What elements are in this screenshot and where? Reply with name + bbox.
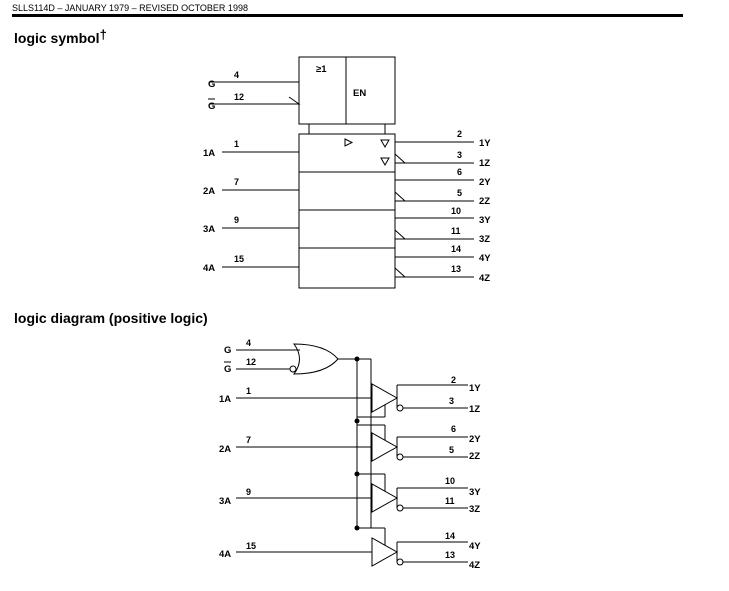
logic-symbol-title: logic symbol†: [14, 27, 107, 46]
symbol-pin-5: 5: [457, 188, 462, 198]
symbol-output-1y: 1Y: [479, 138, 491, 149]
logic-diagram-labels: G 4 G 12 1A 1 2A 7 3A 9 4A 15 2 1Y 3 1Z …: [219, 338, 481, 571]
diagram-output-2z: 2Z: [469, 451, 480, 462]
symbol-pin-2: 2: [457, 129, 462, 139]
channel-block: [298, 133, 396, 289]
symbol-input-label-3a: 3A: [203, 224, 215, 235]
inverting-bubble-2z: [396, 453, 404, 461]
symbol-pin-13: 13: [451, 264, 461, 274]
buffer-qualifier-triangle: [344, 138, 354, 147]
diagram-pin-13: 13: [445, 550, 455, 560]
diagram-output-4z: 4Z: [469, 560, 480, 571]
document-id: SLLS114D – JANUARY 1979 – REVISED OCTOBE…: [12, 3, 248, 13]
symbol-input-pin-7: 7: [234, 177, 239, 187]
symbol-gbar-label: G: [208, 101, 215, 112]
inverting-bubble-1z: [396, 404, 404, 412]
symbol-input-label-2a: 2A: [203, 186, 215, 197]
junction-dot: [354, 471, 360, 477]
active-low-indicator: [288, 96, 301, 105]
diagram-output-2y: 2Y: [469, 434, 481, 445]
diagram-output-1y: 1Y: [469, 383, 481, 394]
or-gate: [293, 343, 339, 375]
symbol-output-3z: 3Z: [479, 234, 490, 245]
diagram-input-pin-9: 9: [246, 487, 251, 497]
diagram-pin-3: 3: [449, 396, 454, 406]
diagram-input-label-4a: 4A: [219, 549, 231, 560]
diagram-pin-11: 11: [445, 496, 455, 506]
symbol-input-pin-1: 1: [234, 139, 239, 149]
diagram-input-label-2a: 2A: [219, 444, 231, 455]
symbol-pin-3: 3: [457, 150, 462, 160]
symbol-input-label-1a: 1A: [203, 148, 215, 159]
symbol-g-pin: 4: [234, 70, 239, 80]
symbol-pin-6: 6: [457, 167, 462, 177]
diagram-g-pin: 4: [246, 338, 251, 348]
diagram-gbar-label: G: [224, 364, 231, 375]
or-gate-inversion-bubble: [289, 365, 297, 373]
negation-slash-2z: [394, 191, 406, 202]
diagram-input-pin-1: 1: [246, 386, 251, 396]
footnote-dagger: †: [99, 27, 107, 42]
diagram-input-label-1a: 1A: [219, 394, 231, 405]
negation-slash-3z: [394, 229, 406, 240]
symbol-pin-14: 14: [451, 244, 461, 254]
logic-symbol: [210, 56, 474, 289]
diagram-pin-2: 2: [451, 375, 456, 385]
diagram-input-label-3a: 3A: [219, 496, 231, 507]
symbol-output-2y: 2Y: [479, 177, 491, 188]
negation-slash-1z: [394, 153, 406, 164]
header-rule: [12, 14, 683, 17]
diagram-output-3y: 3Y: [469, 487, 481, 498]
junction-dots: [354, 356, 360, 531]
diagram-input-pin-7: 7: [246, 435, 251, 445]
diagram-output-1z: 1Z: [469, 404, 480, 415]
control-block: [298, 56, 396, 125]
diagram-pin-5: 5: [449, 445, 454, 455]
3state-output-triangle-y: [380, 139, 390, 149]
symbol-output-1z: 1Z: [479, 158, 490, 169]
diagram-g-label: G: [224, 345, 231, 356]
symbol-output-4y: 4Y: [479, 253, 491, 264]
logic-symbol-labels: ≥1 EN G 4 G 12 1A 1 2A 7 3A 9 4A 15 2 1Y…: [203, 64, 491, 284]
diagram-output-4y: 4Y: [469, 541, 481, 552]
symbol-gbar-pin: 12: [234, 92, 244, 102]
symbol-g-label: G: [208, 79, 215, 90]
symbol-pin-11: 11: [451, 226, 461, 236]
junction-dot: [354, 418, 360, 424]
enable-function-label: EN: [353, 88, 366, 99]
junction-dot: [354, 525, 360, 531]
logic-diagram-title: logic diagram (positive logic): [14, 310, 208, 326]
symbol-output-2z: 2Z: [479, 196, 490, 207]
symbol-output-4z: 4Z: [479, 273, 490, 284]
3state-output-triangle-z: [380, 157, 390, 167]
symbol-pin-10: 10: [451, 206, 461, 216]
inverting-bubble-3z: [396, 504, 404, 512]
or-function-label: ≥1: [316, 64, 327, 75]
logic-symbol-title-text: logic symbol: [14, 30, 100, 46]
logic-diagram: [236, 343, 468, 567]
diagram-input-pin-15: 15: [246, 541, 256, 551]
diagram-gbar-pin: 12: [246, 357, 256, 367]
negation-slash-4z: [394, 267, 406, 278]
symbol-input-pin-15: 15: [234, 254, 244, 264]
diagram-pin-6: 6: [451, 424, 456, 434]
symbol-input-pin-9: 9: [234, 215, 239, 225]
diagram-pin-14: 14: [445, 531, 455, 541]
symbol-input-label-4a: 4A: [203, 263, 215, 274]
junction-dot: [354, 356, 360, 362]
diagram-output-3z: 3Z: [469, 504, 480, 515]
symbol-output-3y: 3Y: [479, 215, 491, 226]
diagram-pin-10: 10: [445, 476, 455, 486]
inverting-bubble-4z: [396, 558, 404, 566]
